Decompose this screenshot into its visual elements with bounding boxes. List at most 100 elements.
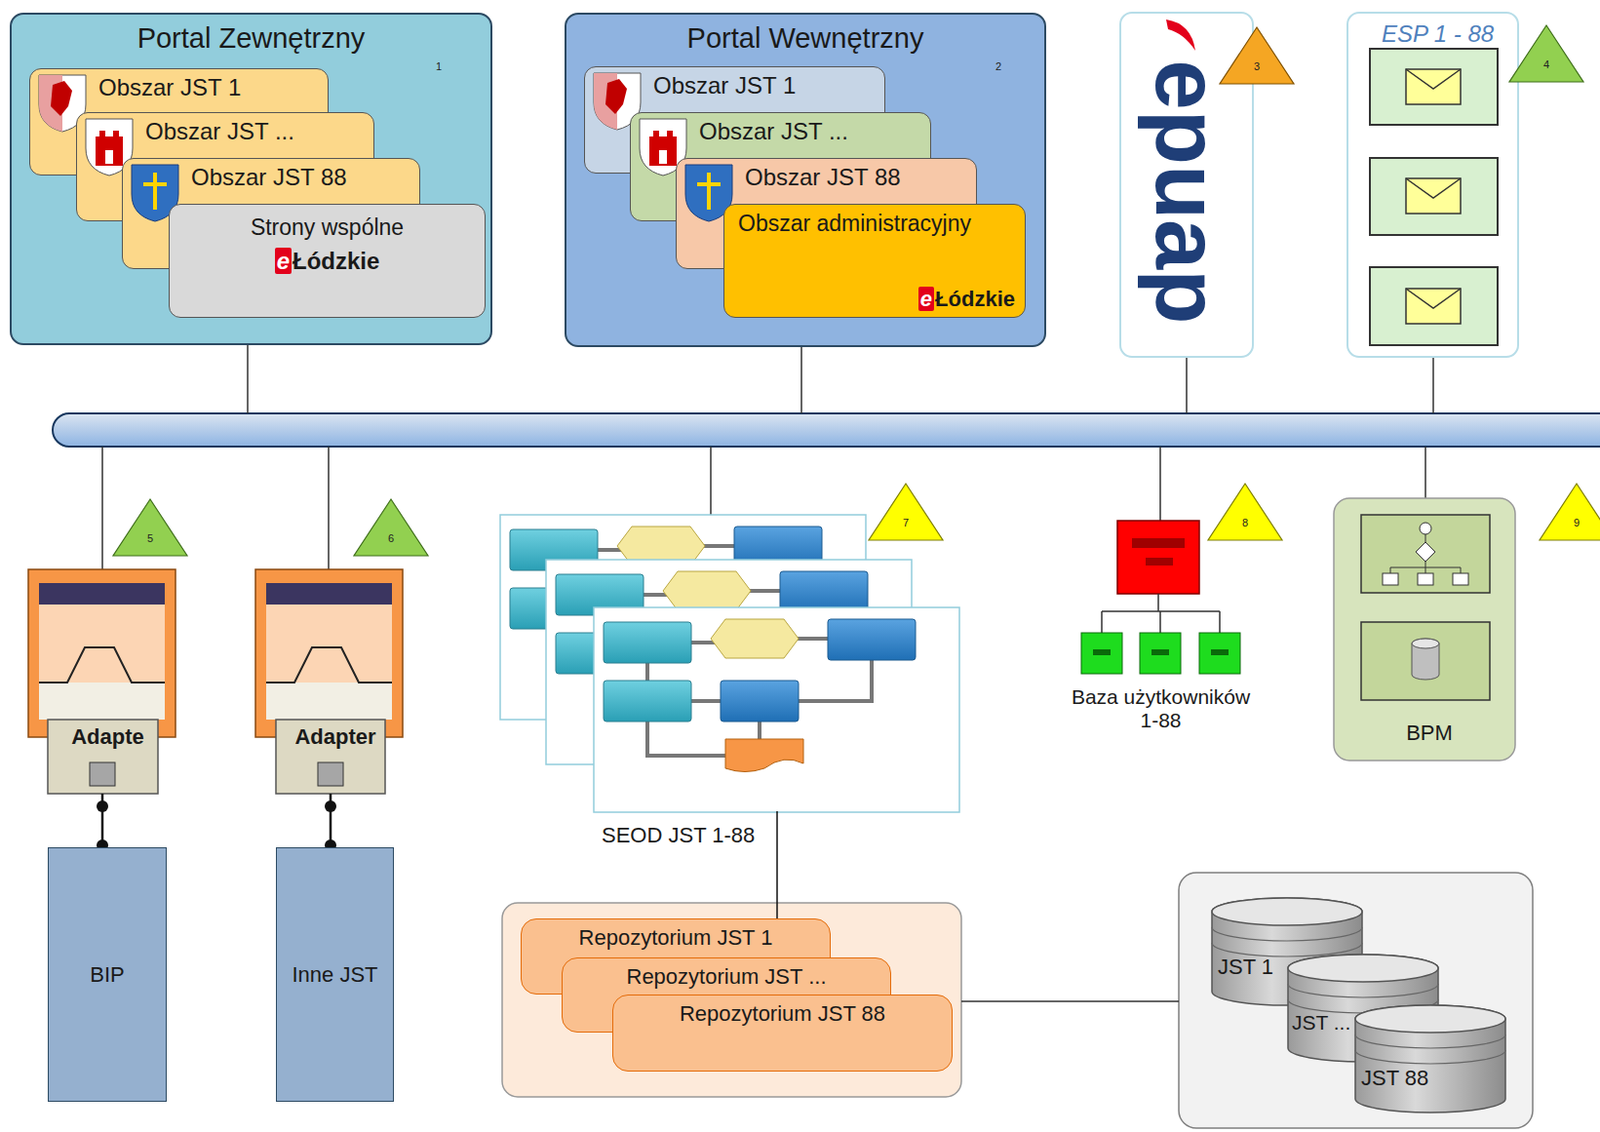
rect-shape: [1151, 649, 1170, 656]
node-label: Obszar administracyjny: [738, 210, 972, 236]
adapter-box: Adapte: [47, 719, 168, 794]
logo-text: eŁódzkie: [169, 247, 485, 275]
node-label: epuap: [1134, 59, 1239, 324]
node-label: ESP 1 - 88: [1347, 20, 1528, 48]
envelope-box: [1369, 48, 1498, 346]
adapter-port: [89, 762, 116, 786]
node-label: Strony wspólne: [169, 214, 485, 240]
path-shape: [1405, 69, 1461, 89]
connector-dot: [96, 800, 109, 813]
callout-number: 1: [427, 61, 451, 73]
rect-shape: [1405, 288, 1461, 324]
database-cylinder: [1355, 1005, 1506, 1113]
portal-panel: Portal ZewnętrznyObszar JST 1 Obszar JST …: [9, 12, 493, 346]
ellipse-shape: [1411, 638, 1440, 649]
esp-box: ESP 1 - 88: [1347, 12, 1528, 357]
adapter-device: [255, 569, 403, 738]
rect-shape: [1199, 632, 1241, 674]
callout-number: 9: [1564, 517, 1589, 529]
logo-swoosh: [1166, 19, 1196, 51]
rect-shape: [1145, 557, 1173, 566]
rect-shape: [1417, 573, 1434, 586]
node-label: JST ...: [1291, 1011, 1351, 1035]
connector-dot: [324, 800, 337, 813]
callout-number: 3: [1245, 61, 1269, 73]
path-shape: [1411, 638, 1440, 680]
callout-number: 4: [1534, 59, 1559, 71]
portal-panel: Portal WewnętrznyObszar JST 1 Obszar JST …: [564, 12, 1047, 348]
node-label: BIP: [48, 962, 166, 987]
path-shape: [1405, 288, 1461, 309]
bus-bar: [52, 413, 1600, 447]
repository-box: Repozytorium JST 88: [612, 994, 953, 1072]
path-shape: [1539, 483, 1600, 541]
rect-shape: [1081, 632, 1123, 674]
node-label: Baza użytkowników 1-88: [1061, 685, 1260, 733]
node-label: Repozytorium JST 1: [521, 925, 830, 950]
node-label: Adapte: [47, 724, 168, 749]
admin-area-box: Obszar administracyjny eŁódzkie: [723, 203, 1026, 318]
group-link: [961, 1000, 1179, 1003]
path-shape: [868, 483, 943, 541]
rect-shape: [1382, 573, 1399, 586]
rect-shape: [1210, 649, 1229, 656]
rect-shape: [1369, 48, 1498, 125]
repository-group: [502, 902, 962, 1097]
rect-shape: [1361, 514, 1490, 593]
node-label: JST 88: [1361, 1065, 1429, 1091]
database-cylinder: JST 88: [1355, 1005, 1506, 1113]
epuap-box: [1120, 12, 1253, 357]
node-label: Portal Zewnętrzny: [11, 22, 491, 55]
node-label: Obszar JST 1: [653, 72, 796, 100]
node-label: Obszar JST 1: [98, 74, 241, 102]
rect-shape: [1131, 538, 1185, 548]
database-cylinder: JST 1: [1211, 897, 1363, 1006]
rect-shape: [1369, 267, 1498, 346]
server-icon: [1117, 520, 1200, 594]
node-label: Repozytorium JST 88: [613, 1001, 952, 1026]
node-label: JST 1: [1217, 954, 1274, 979]
node-label: Portal Wewnętrzny: [566, 22, 1045, 55]
bpm-box: BPM: [1333, 498, 1525, 761]
workflow-group: SEOD JST 1-88: [500, 514, 960, 812]
callout-number: 7: [894, 517, 918, 529]
node-label: Adapter: [275, 724, 395, 749]
path-shape: [113, 499, 188, 556]
callout-number: 6: [379, 533, 403, 545]
node-label: Obszar JST ...: [145, 117, 295, 146]
rect-shape: [1405, 178, 1461, 214]
flowchart: [593, 607, 960, 813]
path-shape: [1405, 178, 1461, 198]
rect-shape: [1369, 157, 1498, 235]
node-label: Obszar JST ...: [699, 117, 849, 146]
system-box: Inne JST: [275, 847, 394, 1102]
path-shape: [353, 499, 429, 556]
rect-shape: [1361, 622, 1490, 701]
user-database: Baza użytkowników 1-88: [1081, 520, 1241, 674]
logo-text: eŁódzkie: [918, 286, 1015, 312]
database-group: [1178, 872, 1533, 1129]
path-shape: [1101, 593, 1220, 633]
shared-pages-box: Strony wspólne eŁódzkie: [168, 203, 486, 318]
database-cylinder: JST ...: [1287, 954, 1439, 1062]
adapter-box: Adapter: [275, 719, 395, 794]
esp-box: [1347, 12, 1519, 357]
path-shape: [1390, 534, 1461, 574]
node-label: Obszar JST 88: [744, 163, 901, 192]
node-label: Inne JST: [276, 962, 393, 987]
callout-number: 5: [138, 533, 162, 545]
node-label: BPM: [1333, 720, 1525, 745]
system-box: BIP: [47, 847, 167, 1102]
adapter-device: [28, 569, 176, 738]
node-label: Obszar JST 88: [191, 163, 348, 192]
adapter-port: [317, 762, 344, 786]
circle-shape: [1419, 522, 1432, 535]
node-label: Repozytorium JST ...: [562, 964, 891, 989]
callout-number: 8: [1233, 517, 1257, 529]
rect-shape: [1139, 632, 1181, 674]
rect-shape: [1092, 649, 1111, 656]
rect-shape: [1452, 573, 1469, 586]
path-shape: [1509, 25, 1584, 82]
epuap-logo: epuap: [1120, 12, 1253, 357]
